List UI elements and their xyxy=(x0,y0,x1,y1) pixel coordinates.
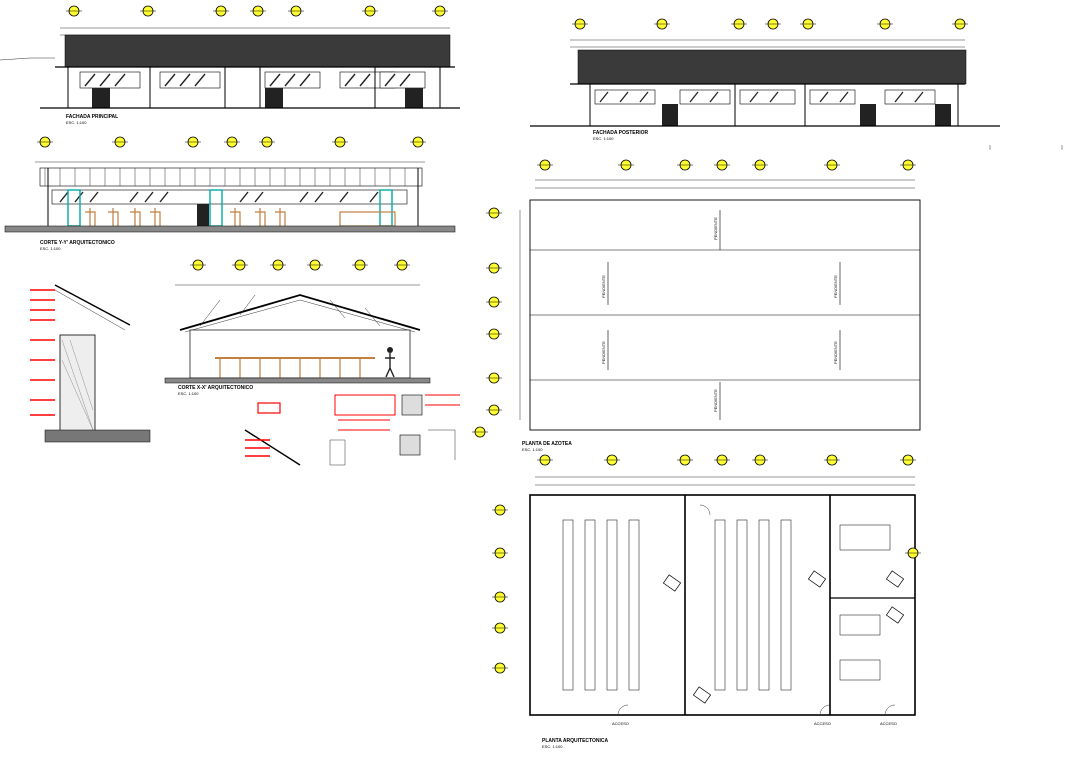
slope-arrows xyxy=(607,210,841,420)
door-swing-icon xyxy=(617,504,896,716)
person-figure-icon xyxy=(385,347,395,378)
roof-plan-title: PLANTA DE AZOTEA xyxy=(522,441,572,447)
floor-plan-scale: ESC. 1:100 xyxy=(542,744,563,749)
access-label-2: ACCESO xyxy=(814,721,831,726)
slope-label-6: PENDIENTE xyxy=(713,389,718,412)
floor-plan: ACCESO ACCESO ACCESO PLANTA ARQUITECTONI… xyxy=(529,476,916,749)
rear-facade-scale: ESC. 1:100 xyxy=(593,136,614,141)
roof-plan: PENDIENTE PENDIENTE PENDIENTE PENDIENTE … xyxy=(519,179,921,452)
section-xx-scale: ESC. 1:100 xyxy=(178,391,199,396)
slope-label-3: PENDIENTE xyxy=(833,275,838,298)
section-yy: CORTE Y-Y' ARQUITECTONICO ESC. 1:100 xyxy=(4,161,456,251)
construction-details xyxy=(244,394,460,466)
slope-label-4: PENDIENTE xyxy=(601,341,606,364)
front-facade-windows xyxy=(79,71,426,89)
section-xx-title: CORTE X-X' ARQUITECTONICO xyxy=(178,385,253,391)
access-label-1: ACCESO xyxy=(612,721,629,726)
roof-plan-scale: ESC. 1:100 xyxy=(522,447,543,452)
wall-detail xyxy=(30,284,151,443)
slope-label-1: PENDIENTE xyxy=(713,217,718,240)
teacher-desks xyxy=(662,570,905,704)
front-facade-scale: ESC. 1:100 xyxy=(66,120,87,125)
desk-rows xyxy=(562,519,891,691)
section-yy-scale: ESC. 1:100 xyxy=(40,246,61,251)
front-facade: FACHADA PRINCIPAL ESC. 1:100 xyxy=(0,27,460,125)
section-xx: CORTE X-X' ARQUITECTONICO ESC. 1:100 xyxy=(164,284,431,396)
slope-label-5: PENDIENTE xyxy=(833,341,838,364)
rear-facade-title: FACHADA POSTERIOR xyxy=(593,130,648,136)
axis-marker-icon xyxy=(37,5,968,674)
slope-label-2: PENDIENTE xyxy=(601,275,606,298)
floor-plan-title: PLANTA ARQUITECTONICA xyxy=(542,738,608,744)
access-label-3: ACCESO xyxy=(880,721,897,726)
front-facade-title: FACHADA PRINCIPAL xyxy=(66,114,118,120)
rear-facade: FACHADA POSTERIOR ESC. 1:100 xyxy=(530,39,1063,150)
section-yy-furniture xyxy=(85,208,396,227)
section-yy-title: CORTE Y-Y' ARQUITECTONICO xyxy=(40,240,115,246)
